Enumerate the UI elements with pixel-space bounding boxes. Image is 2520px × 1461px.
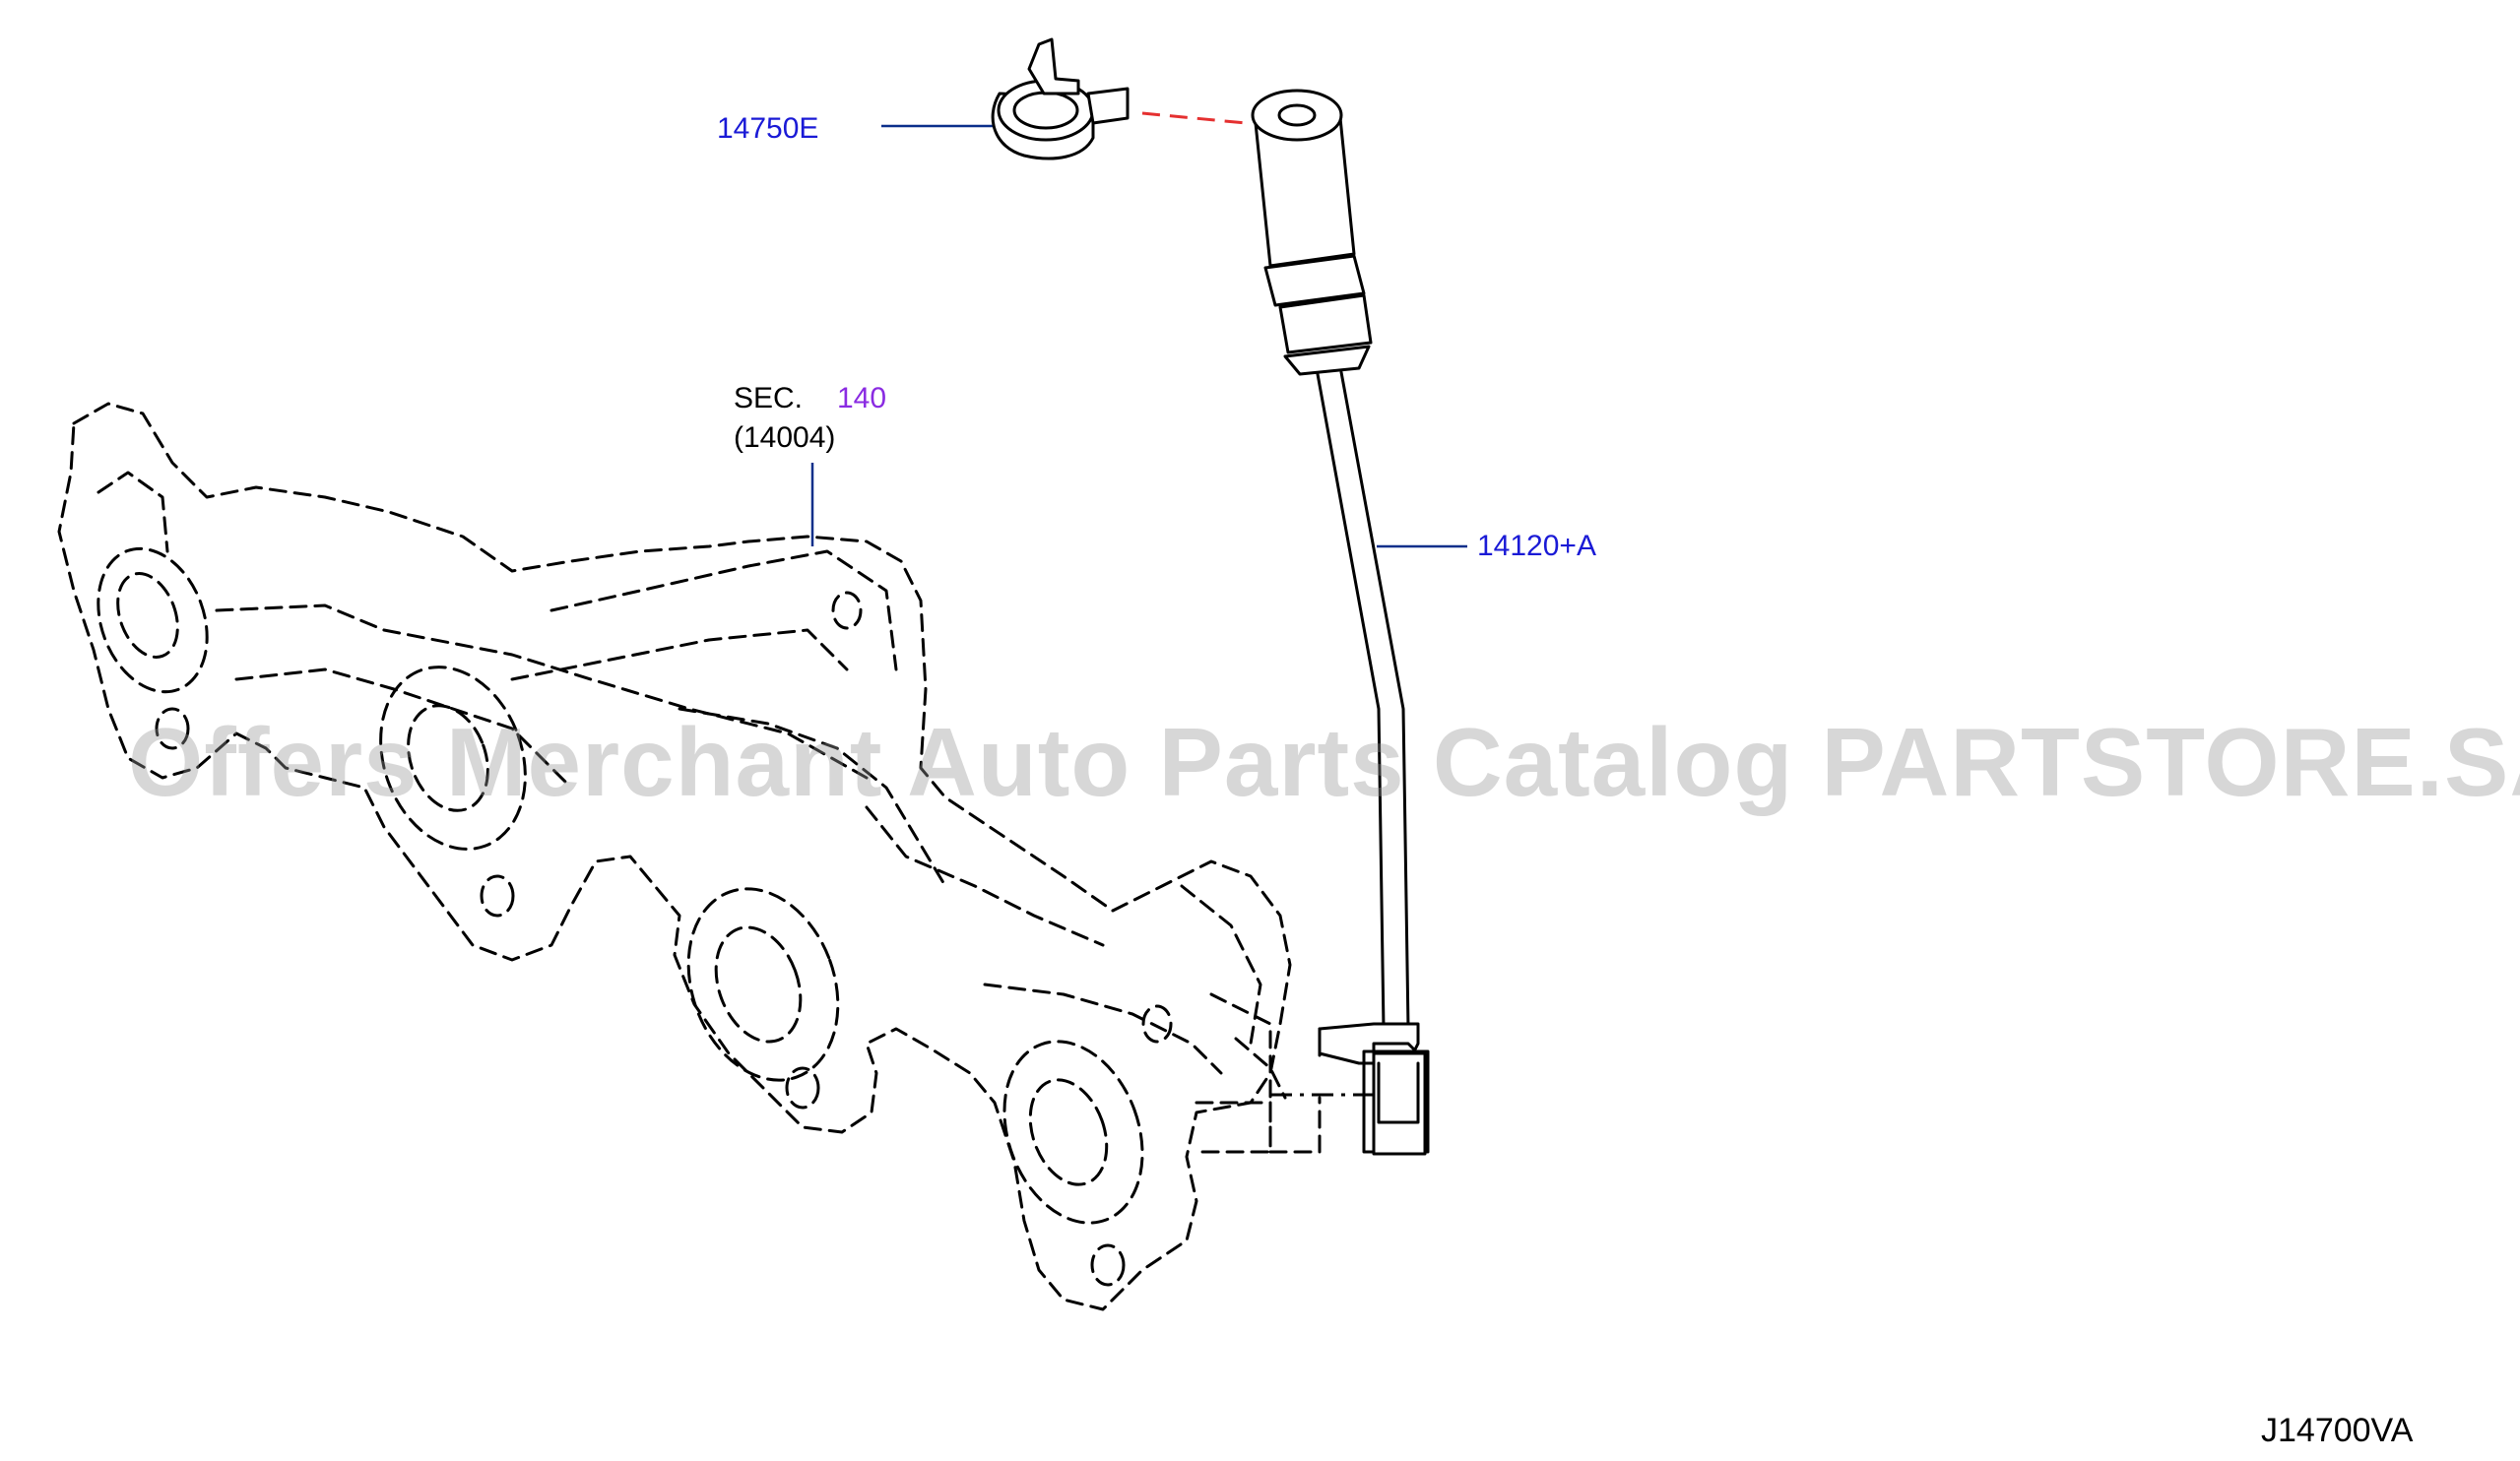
clip-alignment-dash [1141,111,1247,125]
hose-clip-14750e [991,37,1130,160]
exhaust-manifold-outline [57,402,1322,1311]
watermark-text: Offers Merchant Auto Parts Catalog PARTS… [128,708,2520,816]
diagram-code-label: J14700VA [2261,1412,2414,1449]
exhaust-sensor-14120a [1251,89,1430,1156]
part-label-14120a[interactable]: 14120+A [1477,530,1596,562]
section-label-number[interactable]: 140 [837,382,887,414]
section-label-prefix: SEC. [734,382,804,414]
part-label-14750e[interactable]: 14750E [717,112,819,145]
section-label-sub: (14004) [734,421,836,454]
